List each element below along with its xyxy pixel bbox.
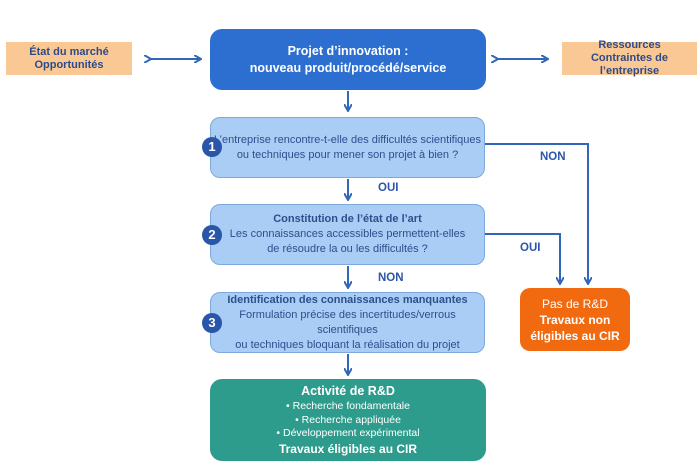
step1-box: L’entreprise rencontre-t-elle des diffic…	[210, 117, 485, 178]
label-step1-non: NON	[540, 151, 566, 163]
market-box-line2: Opportunités	[34, 58, 104, 71]
rd-item: • Développement expérimental	[276, 427, 420, 440]
rd-title: Activité de R&D	[301, 384, 395, 399]
step3-title: Identification des connaissances manquan…	[227, 293, 468, 306]
arrow-step2-oui	[484, 233, 560, 283]
step3-number-badge: 3	[202, 313, 222, 333]
step2-line1: Les connaissances accessibles permettent…	[229, 228, 466, 240]
label-step1-oui: OUI	[378, 182, 399, 194]
resources-box: Ressources Contraintes de l’entreprise	[562, 39, 697, 77]
step3-line1: Formulation précise des incertitudes/ver…	[239, 308, 456, 336]
innovation-project-line2: nouveau produit/procédé/service	[249, 60, 447, 75]
innovation-project-box: Projet d’innovation : nouveau produit/pr…	[210, 29, 486, 90]
not-rd-line3: éligibles au CIR	[530, 328, 620, 343]
not-rd-line1: Pas de R&D	[541, 296, 609, 311]
step2-line2: de résoudre la ou les difficultés ?	[267, 243, 428, 255]
step2-number-badge: 2	[202, 225, 222, 245]
not-rd-box: Pas de R&D Travaux non éligibles au CIR	[520, 288, 630, 351]
innovation-project-line1: Projet d’innovation :	[287, 43, 409, 58]
step3-box: Identification des connaissances manquan…	[210, 292, 485, 353]
not-rd-line2: Travaux non	[539, 312, 611, 327]
resources-box-line1: Ressources	[598, 39, 661, 51]
rd-footer: Travaux éligibles au CIR	[278, 441, 418, 456]
rd-item: • Recherche fondamentale	[286, 400, 410, 413]
step2-title: Constitution de l’état de l’art	[273, 213, 422, 225]
label-step2-oui: OUI	[520, 242, 541, 254]
market-box-line1: État du marché	[29, 45, 109, 58]
step1-line1: L’entreprise rencontre-t-elle des diffic…	[214, 133, 481, 146]
rd-item: • Recherche appliquée	[295, 413, 401, 426]
step1-number-badge: 1	[202, 137, 222, 157]
rd-activity-box: Activité de R&D • Recherche fondamentale…	[210, 379, 486, 461]
label-step2-non: NON	[378, 272, 404, 284]
step1-line2: ou techniques pour mener son projet à bi…	[236, 148, 459, 161]
step3-line2: ou techniques bloquant la réalisation du…	[235, 338, 460, 351]
arrow-step1-non	[484, 143, 588, 283]
resources-box-line2: Contraintes de l’entreprise	[590, 52, 668, 77]
market-box: État du marché Opportunités	[6, 42, 132, 75]
step2-box: Constitution de l’état de l’art Les conn…	[210, 204, 485, 265]
